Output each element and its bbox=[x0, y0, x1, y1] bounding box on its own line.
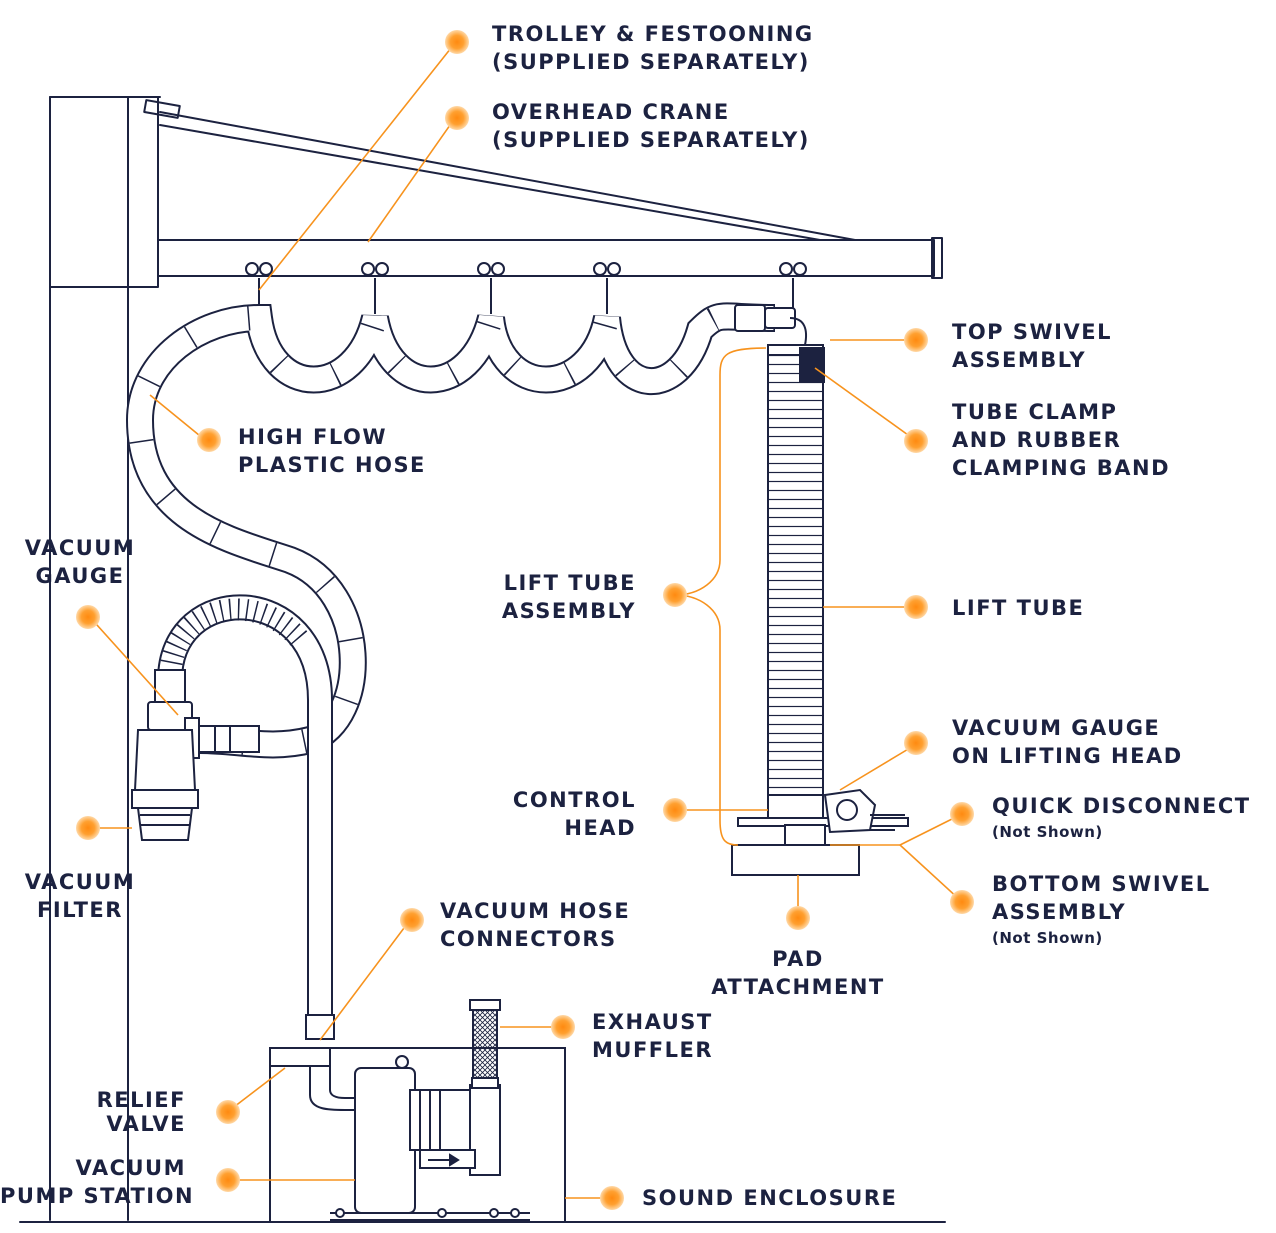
label-line: RELIEF bbox=[96, 1088, 186, 1112]
top-swivel-connector bbox=[734, 304, 808, 346]
dot-enclosure bbox=[600, 1186, 624, 1210]
label-trolley: TROLLEY & FESTOONING (SUPPLIED SEPARATEL… bbox=[492, 20, 814, 76]
label-line: CLAMPING BAND bbox=[952, 456, 1171, 480]
label-line: ASSEMBLY bbox=[992, 900, 1127, 924]
label-line: HEAD bbox=[564, 816, 636, 840]
dot-vac-filter bbox=[76, 816, 100, 840]
high-flow-hose bbox=[125, 302, 776, 1015]
dot-crane bbox=[445, 106, 469, 130]
dot-vac-gauge bbox=[76, 605, 100, 629]
label-vac-filter: VACUUM FILTER bbox=[18, 868, 142, 924]
dot-hose-connectors bbox=[400, 908, 424, 932]
pump-station bbox=[269, 999, 566, 1223]
label-quick-disconnect: QUICK DISCONNECT (Not Shown) bbox=[992, 792, 1251, 844]
label-line: MUFFLER bbox=[592, 1038, 714, 1062]
label-hose-connectors: VACUUM HOSE CONNECTORS bbox=[440, 897, 630, 953]
label-lift-tube-assembly: LIFT TUBE ASSEMBLY bbox=[478, 569, 636, 625]
label-line: TUBE CLAMP bbox=[952, 400, 1118, 424]
label-line: PLASTIC HOSE bbox=[238, 453, 426, 477]
dot-top-swivel bbox=[904, 328, 928, 352]
vacuum-filter-assembly bbox=[131, 669, 260, 841]
label-pad: PAD ATTACHMENT bbox=[700, 945, 896, 1001]
column-head-plate bbox=[127, 96, 159, 288]
label-line: EXHAUST bbox=[592, 1010, 713, 1034]
label-line: ON LIFTING HEAD bbox=[952, 744, 1183, 768]
label-line: VACUUM bbox=[24, 870, 136, 894]
label-line: VACUUM GAUGE bbox=[952, 716, 1161, 740]
dot-tube-clamp bbox=[904, 429, 928, 453]
callout-dots bbox=[76, 30, 974, 1210]
label-vac-gauge: VACUUM GAUGE bbox=[18, 534, 142, 590]
label-line: LIFT TUBE bbox=[952, 596, 1085, 620]
label-line: CONNECTORS bbox=[440, 927, 617, 951]
dot-hose bbox=[197, 428, 221, 452]
dot-control-head bbox=[663, 798, 687, 822]
label-note: (Not Shown) bbox=[992, 823, 1103, 841]
label-line: ASSEMBLY bbox=[501, 599, 636, 623]
label-line: GAUGE bbox=[35, 564, 125, 588]
tie-rod bbox=[159, 111, 856, 241]
label-enclosure: SOUND ENCLOSURE bbox=[642, 1184, 897, 1212]
dot-pad bbox=[786, 906, 810, 930]
dot-gauge-head bbox=[904, 731, 928, 755]
dot-relief bbox=[216, 1100, 240, 1124]
label-top-swivel: TOP SWIVEL ASSEMBLY bbox=[952, 318, 1112, 374]
label-line: SOUND ENCLOSURE bbox=[642, 1186, 898, 1210]
label-lift-tube: LIFT TUBE bbox=[952, 594, 1084, 622]
label-line: PUMP STATION bbox=[0, 1184, 195, 1208]
label-gauge-head: VACUUM GAUGE ON LIFTING HEAD bbox=[952, 714, 1183, 770]
label-line: (SUPPLIED SEPARATELY) bbox=[492, 50, 810, 74]
label-line: TROLLEY & FESTOONING bbox=[492, 22, 814, 46]
label-line: BOTTOM SWIVEL bbox=[992, 872, 1211, 896]
dot-lift-tube-assembly bbox=[663, 583, 687, 607]
label-note: (Not Shown) bbox=[992, 929, 1103, 947]
label-line: VACUUM bbox=[75, 1156, 186, 1180]
leader-lines bbox=[87, 42, 961, 1199]
sound-enclosure-box bbox=[269, 1047, 566, 1223]
label-tube-clamp: TUBE CLAMP AND RUBBER CLAMPING BAND bbox=[952, 398, 1170, 482]
label-line: FILTER bbox=[37, 898, 123, 922]
lift-tube bbox=[731, 344, 909, 876]
label-control-head: CONTROL HEAD bbox=[500, 786, 636, 842]
dot-lift-tube bbox=[904, 595, 928, 619]
label-line: PAD bbox=[772, 947, 824, 971]
label-line: ATTACHMENT bbox=[711, 975, 885, 999]
label-hose: HIGH FLOW PLASTIC HOSE bbox=[238, 423, 426, 479]
label-bottom-swivel: BOTTOM SWIVEL ASSEMBLY (Not Shown) bbox=[992, 870, 1211, 950]
label-line: VALVE bbox=[106, 1112, 186, 1136]
label-line: QUICK DISCONNECT bbox=[992, 794, 1251, 818]
dot-muffler bbox=[551, 1015, 575, 1039]
label-muffler: EXHAUST MUFFLER bbox=[592, 1008, 713, 1064]
label-line: VACUUM HOSE bbox=[440, 899, 631, 923]
label-crane: OVERHEAD CRANE (SUPPLIED SEPARATELY) bbox=[492, 98, 810, 154]
dot-trolley bbox=[445, 30, 469, 54]
label-line: (SUPPLIED SEPARATELY) bbox=[492, 128, 810, 152]
label-relief: RELIEF VALVE bbox=[60, 1088, 186, 1136]
label-line: TOP SWIVEL bbox=[952, 320, 1112, 344]
label-line: OVERHEAD CRANE bbox=[492, 100, 730, 124]
dot-quick-disconnect bbox=[950, 802, 974, 826]
jib-boom bbox=[157, 239, 935, 277]
label-line: VACUUM bbox=[24, 536, 136, 560]
label-line: AND RUBBER bbox=[952, 428, 1122, 452]
dot-pump bbox=[216, 1168, 240, 1192]
dot-bottom-swivel bbox=[950, 890, 974, 914]
label-line: ASSEMBLY bbox=[952, 348, 1087, 372]
label-line: LIFT TUBE bbox=[503, 571, 636, 595]
label-line: CONTROL bbox=[512, 788, 636, 812]
label-line: HIGH FLOW bbox=[238, 425, 388, 449]
label-pump: VACUUM PUMP STATION bbox=[0, 1154, 195, 1210]
